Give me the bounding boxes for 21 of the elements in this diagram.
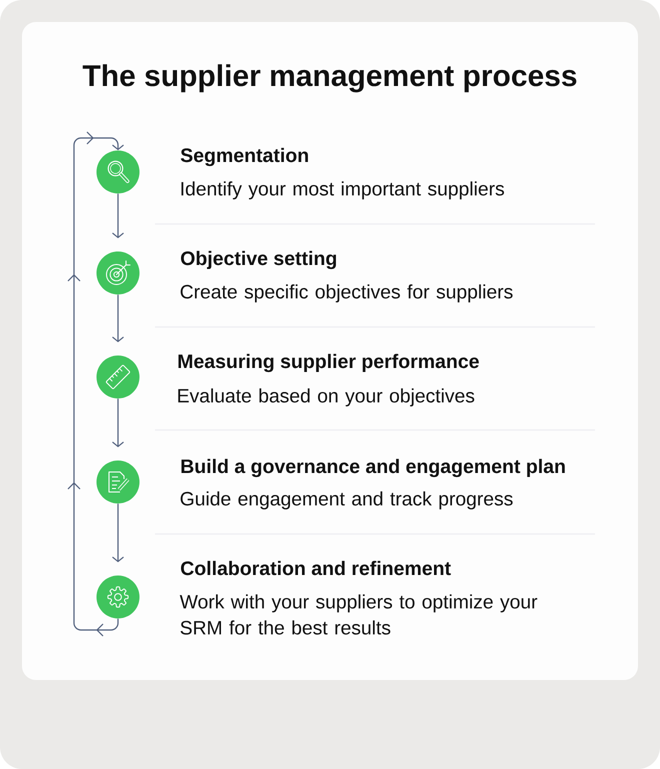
icon-circle <box>96 576 140 618</box>
loop-arrow <box>67 131 124 637</box>
icon-circle <box>96 460 140 504</box>
step-description: Identify your most important suppliers <box>181 181 504 200</box>
arrow <box>112 294 124 342</box>
step-title: Build a governance and engagement plan <box>182 458 565 478</box>
title: The supplier management process <box>82 64 576 92</box>
step-title: Objective setting <box>181 250 336 270</box>
icon-circle <box>96 356 140 398</box>
step-description: Evaluate based on your objectives <box>178 388 474 406</box>
arrow <box>112 504 124 562</box>
step-description: Guide engagement and track progress <box>180 491 513 510</box>
step-title: Measuring supplier performance <box>178 354 479 372</box>
arrow <box>112 398 124 448</box>
step-title: Collaboration and refinement <box>181 560 451 576</box>
step-description: Create specific objectives for suppliers <box>180 284 513 302</box>
step-title: Segmentation <box>180 148 308 166</box>
icon-circle <box>96 150 140 194</box>
step-description: Work with your suppliers to optimize your SRM for the best results <box>180 594 538 635</box>
arrow <box>112 194 124 238</box>
icon-circle <box>96 252 140 294</box>
